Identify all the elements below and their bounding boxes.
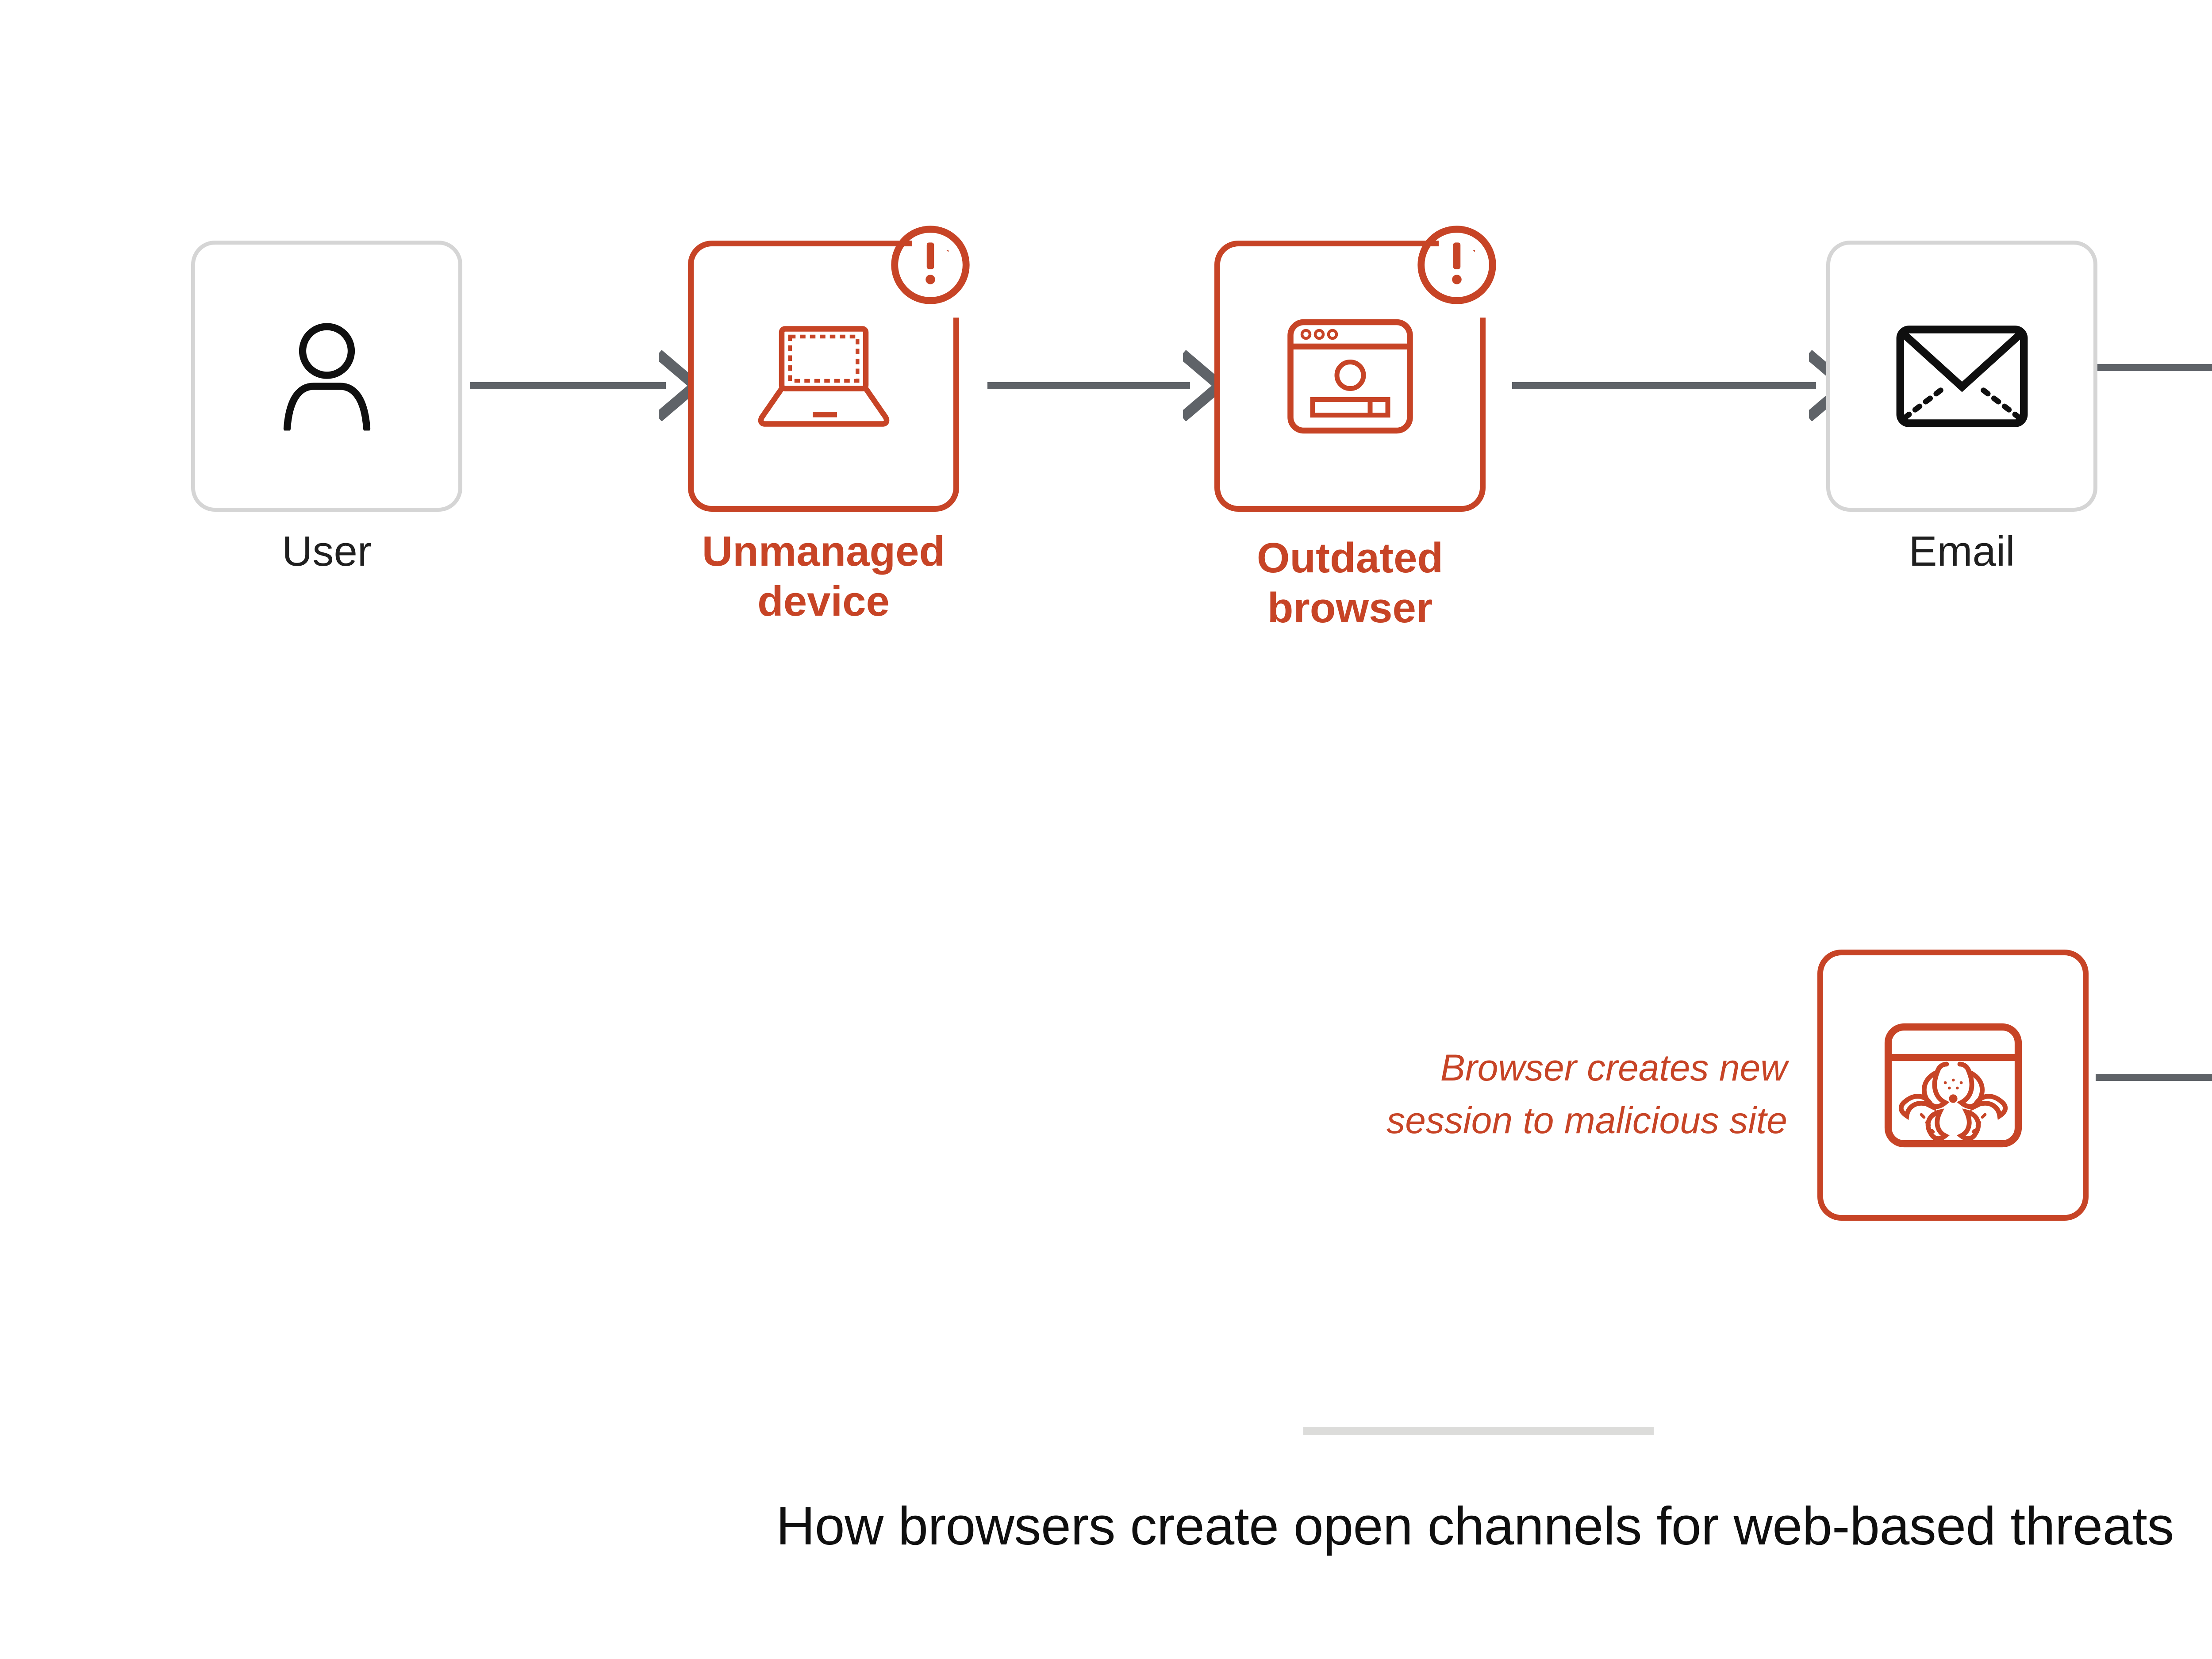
node-outdated-browser[interactable]	[1214, 241, 1486, 512]
biohazard-browser-icon	[1884, 1023, 2022, 1147]
caption-text: How browsers create open channels for we…	[776, 1496, 2174, 1556]
node-user-label: User	[282, 528, 372, 575]
envelope-icon	[1896, 325, 2028, 427]
browser-icon	[1287, 319, 1413, 433]
person-icon	[283, 322, 370, 430]
node-email[interactable]	[1826, 241, 2097, 512]
node-user[interactable]	[191, 241, 462, 512]
node-malicious-site[interactable]	[1817, 950, 2089, 1221]
connector-phishing-to-malicious	[2096, 1074, 2212, 1081]
node-unmanaged-device[interactable]	[688, 241, 959, 512]
caption-divider	[1303, 1427, 1654, 1435]
laptop-icon	[758, 326, 889, 427]
warning-badge-device	[888, 223, 972, 307]
node-outdated-browser-label: Outdated browser	[1256, 534, 1444, 632]
warning-badge-browser	[1415, 223, 1499, 307]
node-unmanaged-device-label: Unmanaged device	[702, 528, 945, 625]
node-email-label: Email	[1909, 528, 2015, 575]
connector-email-to-phishing	[2093, 364, 2212, 371]
annotation-session: Browser creates new session to malicious…	[1386, 1047, 1787, 1142]
